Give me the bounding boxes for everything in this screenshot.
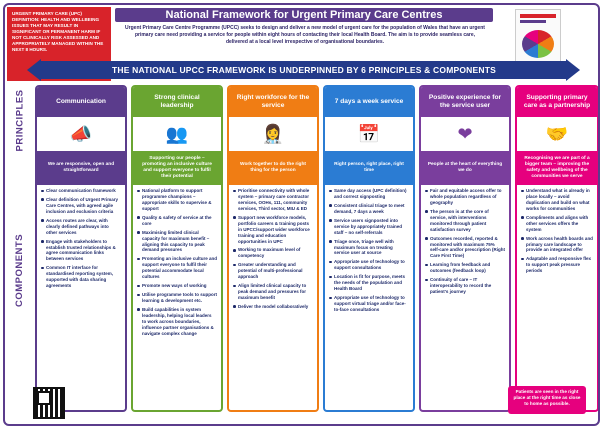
component-item: Promoting an inclusive culture and suppo… xyxy=(137,256,217,280)
framework-banner: THE NATIONAL UPCC FRAMEWORK IS UNDERPINN… xyxy=(41,61,567,79)
component-item: Adaptable and responsive flex to support… xyxy=(521,256,593,274)
component-item: Utilise programme tools to support learn… xyxy=(137,292,217,304)
component-item: Work across health boards and primary ca… xyxy=(521,236,593,254)
component-list: Fair and equitable access offer to whole… xyxy=(421,185,509,295)
component-item: Working to maximum level of competency xyxy=(233,247,313,259)
principle-column: 7 days a week service 📅 Right person, righ… xyxy=(323,85,415,412)
column-principle: People at the heart of everything we do xyxy=(421,151,509,185)
component-item: Engage with stakeholders to establish tr… xyxy=(41,239,121,263)
framework-cover-thumbnail xyxy=(515,9,561,69)
component-item: Learning from feedback and outcomes (fee… xyxy=(425,262,505,274)
qr-code-icon[interactable] xyxy=(33,387,65,419)
component-item: Triage once, triage well with maximum fo… xyxy=(329,239,409,257)
column-heading: Strong clinical leadership xyxy=(133,87,221,117)
component-list: Same day access (UPC definition) and cor… xyxy=(325,185,413,313)
column-principle: Recognising we are part of a bigger team… xyxy=(517,151,597,185)
component-item: Service users signposted into service by… xyxy=(329,218,409,236)
component-item: Understand what is already in place loca… xyxy=(521,188,593,212)
component-item: National platform to support programme c… xyxy=(137,188,217,212)
banner-left-arrow-icon xyxy=(27,59,41,81)
leadership-icon: 👥 xyxy=(165,123,189,144)
page-title: National Framework for Urgent Primary Ca… xyxy=(115,8,493,22)
component-item: Maximising limited clinical capacity for… xyxy=(137,230,217,254)
column-heading: Positive experience for the service user xyxy=(421,87,509,117)
banner-right-arrow-icon xyxy=(566,59,580,81)
component-item: Promote new ways of working xyxy=(137,283,217,289)
component-item: Same day access (UPC definition) and cor… xyxy=(329,188,409,200)
column-heading: Right workforce for the service xyxy=(229,87,317,117)
column-heading: Supporting primary care as a partnership xyxy=(517,87,597,117)
column-principle: Right person, right place, right time xyxy=(325,151,413,185)
component-item: Align limited clinical capacity to peak … xyxy=(233,283,313,301)
column-heading: Communication xyxy=(37,87,125,117)
component-list: National platform to support programme c… xyxy=(133,185,221,337)
component-list: Prioritise connectivity with whole syste… xyxy=(229,185,317,310)
component-item: Appropriate use of technology to support… xyxy=(329,295,409,313)
components-side-label: COMPONENTS xyxy=(14,233,26,307)
component-item: Clear communication framework xyxy=(41,188,121,194)
component-item: Quality & safety of service at the core xyxy=(137,215,217,227)
component-item: Prioritise connectivity with whole syste… xyxy=(233,188,313,212)
column-principle: Work together to do the right thing for … xyxy=(229,151,317,185)
component-item: Deliver the model collaboratively xyxy=(233,304,313,310)
component-item: Appropriate use of technology to support… xyxy=(329,259,409,271)
principles-side-label: PRINCIPLES xyxy=(14,88,26,152)
calendar-icon: 📅 xyxy=(357,123,381,144)
component-item: Location is fit for purpose, meets the n… xyxy=(329,274,409,292)
component-item: Fair and equitable access offer to whole… xyxy=(425,188,505,206)
principle-column: Strong clinical leadership 👥 Supporting ou… xyxy=(131,85,223,412)
megaphone-icon: 📣 xyxy=(69,123,93,144)
component-item: Common IT interface for standardised rep… xyxy=(41,265,121,289)
workforce-icon: 👩‍⚕️ xyxy=(261,123,285,144)
principle-column: Right workforce for the service 👩‍⚕️ Work … xyxy=(227,85,319,412)
column-principle: We are responsive, open and straightforw… xyxy=(37,151,125,185)
poster: URGENT PRIMARY CARE (UPC) DEFINITION: He… xyxy=(3,3,600,426)
cover-graphic-icon xyxy=(522,30,554,58)
component-item: Outcomes recorded, reported & monitored … xyxy=(425,236,505,260)
principle-column: Supporting primary care as a partnership… xyxy=(515,85,598,412)
component-item: Access routes are clear, with clearly de… xyxy=(41,218,121,236)
principle-column: Communication 📣 We are responsive, open an… xyxy=(35,85,127,412)
patients-note: Patients are seen in the right place at … xyxy=(508,386,586,414)
component-item: The person is at the core of service, wi… xyxy=(425,209,505,233)
partnership-icon: 🤝 xyxy=(545,123,569,144)
component-item: Greater understanding and potential of m… xyxy=(233,262,313,280)
column-heading: 7 days a week service xyxy=(325,87,413,117)
component-item: Clear definition of Urgent Primary Care … xyxy=(41,197,121,215)
component-item: Build capabilities in system leadership,… xyxy=(137,307,217,337)
principle-column: Positive experience for the service user… xyxy=(419,85,511,412)
component-item: Support new workforce models, portfolio … xyxy=(233,215,313,245)
column-principle: Supporting our people – promoting an inc… xyxy=(133,151,221,185)
component-list: Understand what is already in place loca… xyxy=(517,185,597,274)
intro-text: Urgent Primary Care Centre Programme (UP… xyxy=(125,25,485,45)
component-item: Continuity of care – IT interoperability… xyxy=(425,277,505,295)
user-experience-icon: ❤ xyxy=(457,123,473,144)
component-item: Consistent clinical triage to meet deman… xyxy=(329,203,409,215)
component-item: Compliments and aligns with other servic… xyxy=(521,215,593,233)
